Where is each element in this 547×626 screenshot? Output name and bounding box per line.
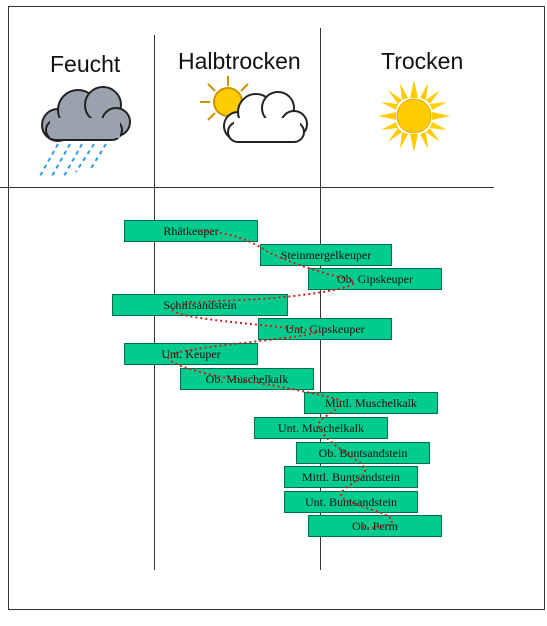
column-title-wet: Feucht xyxy=(50,51,121,77)
layer-schilfsandstein: Schilfsandstein xyxy=(112,294,288,316)
layer-ob-perm: Ob. Perm xyxy=(308,515,442,537)
layer-ob-gipskeuper: Ob. Gipskeuper xyxy=(308,268,442,290)
layer-unt-gipskeuper: Unt. Gipskeuper xyxy=(258,318,392,340)
column-title-semi: Halbtrocken xyxy=(178,48,301,74)
rain-cloud-icon xyxy=(39,86,131,177)
layer-ob-buntsandstein: Ob. Buntsandstein xyxy=(296,442,430,464)
sun-icon xyxy=(378,80,450,152)
divider-semi-dry xyxy=(320,28,321,570)
layer-ob-muschelkalk: Ob. Muschelkalk xyxy=(180,368,314,390)
header-separator xyxy=(0,187,494,188)
column-title-dry: Trocken xyxy=(381,48,464,74)
layer-mittl-muschelkalk: Mittl. Muschelkalk xyxy=(304,392,438,414)
layer-unt-keuper: Unt. Keuper xyxy=(124,343,258,365)
layer-rhaetkeuper: Rhätkeuper xyxy=(124,220,258,242)
sun-behind-cloud-icon xyxy=(200,76,308,143)
layer-mittl-buntsandstein: Mittl. Buntsandstein xyxy=(284,466,418,488)
layer-steinmergelkeuper: Steinmergelkeuper xyxy=(260,244,392,266)
layer-unt-muschelkalk: Unt. Muschelkalk xyxy=(254,417,388,439)
layer-unt-buntsandstein: Unt. Buntsandstein xyxy=(284,491,418,513)
